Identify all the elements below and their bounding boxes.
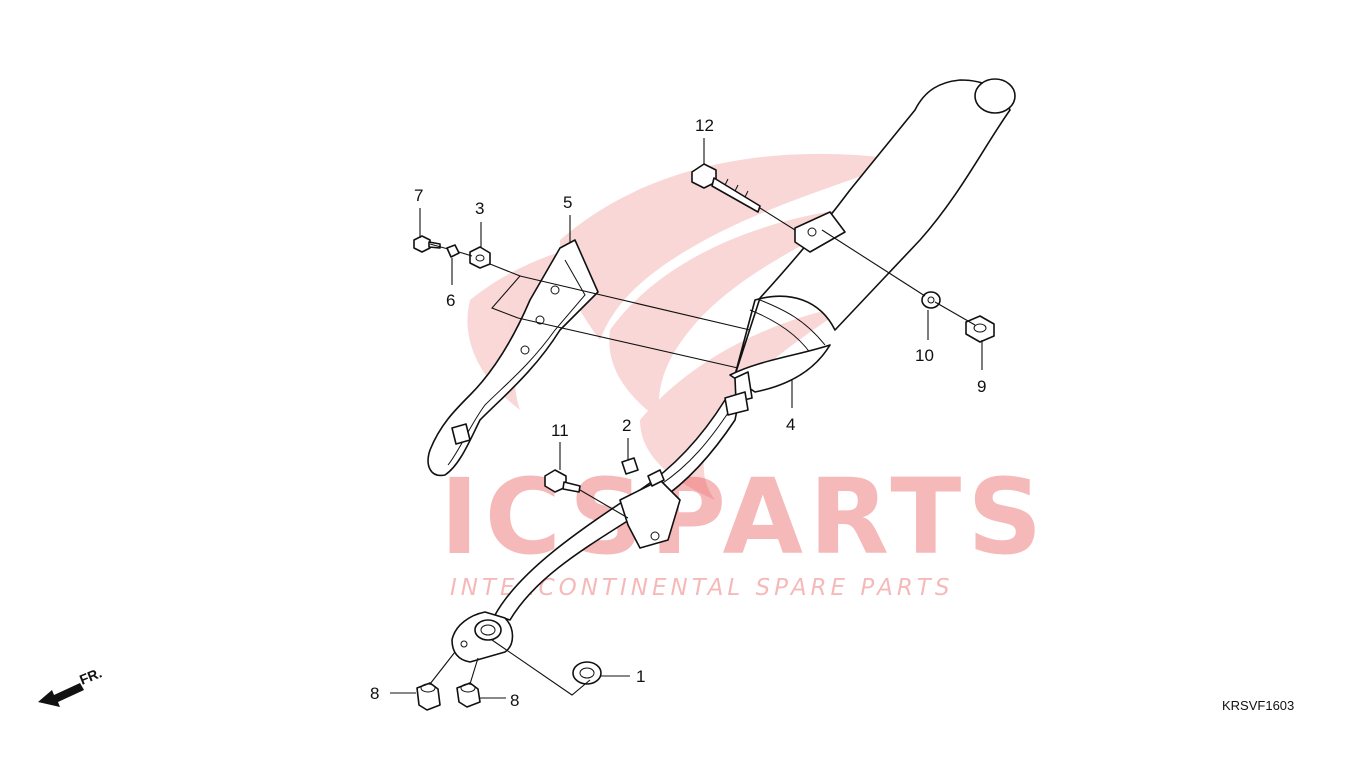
- stud-part-8-left[interactable]: [416, 682, 441, 711]
- callout-5: 5: [563, 193, 572, 212]
- callout-1: 1: [636, 667, 645, 686]
- callout-labels: 12 7 3 5 6 10 9 4 2 11 1 8 8: [370, 116, 986, 710]
- clip-part-2[interactable]: [621, 457, 639, 475]
- callout-8-right: 8: [510, 691, 519, 710]
- callout-9: 9: [977, 377, 986, 396]
- bolt-part-7[interactable]: [413, 235, 441, 253]
- callout-12: 12: [695, 116, 714, 135]
- callout-6: 6: [446, 291, 455, 310]
- bolt-part-12[interactable]: [691, 163, 761, 213]
- stud-part-8-right[interactable]: [456, 682, 481, 708]
- leader-lines: [390, 138, 983, 699]
- front-direction-label: FR.: [77, 664, 104, 687]
- nut-part-9[interactable]: [965, 315, 995, 343]
- front-direction-indicator: FR.: [38, 664, 104, 707]
- callout-3: 3: [475, 199, 484, 218]
- watermark-brand: ICSPARTS: [440, 456, 1048, 578]
- callout-8-left: 8: [370, 684, 379, 703]
- collar-part-10[interactable]: [921, 291, 941, 309]
- nut-part-3[interactable]: [469, 246, 491, 269]
- callout-11: 11: [551, 421, 569, 440]
- heat-guard-part-5[interactable]: [427, 239, 599, 477]
- bolt-part-11[interactable]: [544, 469, 581, 493]
- exhaust-pipe[interactable]: [451, 391, 749, 663]
- gasket-part-1[interactable]: [572, 661, 602, 685]
- diagram-code: KRSVF1603: [1222, 698, 1294, 713]
- callout-10: 10: [915, 346, 934, 365]
- callout-7: 7: [414, 186, 423, 205]
- callout-2: 2: [622, 416, 631, 435]
- front-arrow-icon: [38, 683, 84, 707]
- collar-part-6[interactable]: [446, 244, 460, 258]
- watermark-brand-text: ICSPARTS: [440, 456, 1048, 578]
- callout-4: 4: [786, 415, 795, 434]
- muffler-part-4[interactable]: [729, 78, 1016, 403]
